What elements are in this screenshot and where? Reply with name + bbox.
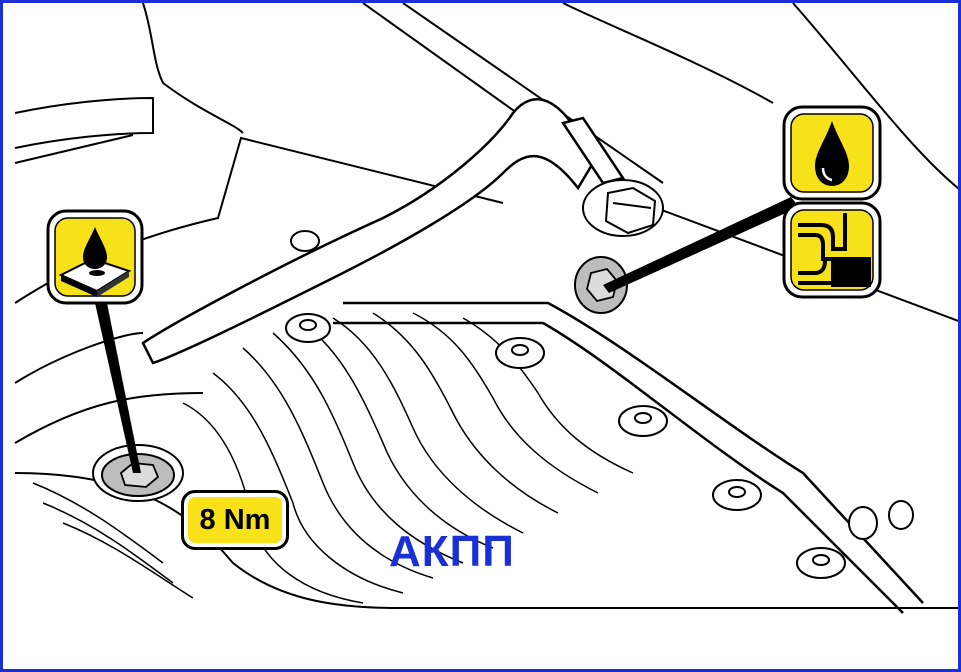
diagram-caption: АКПП xyxy=(389,527,515,576)
flange-bolt xyxy=(712,479,762,511)
drain-leader xyxy=(95,303,141,473)
oil-pan-ribs xyxy=(32,312,634,604)
transmission-line-drawing xyxy=(14,3,958,614)
pan-flange xyxy=(333,301,924,614)
bracket-bolt xyxy=(582,179,664,237)
flange-bolt xyxy=(618,405,668,437)
oil-drain-icon xyxy=(46,209,144,305)
flange-bolt xyxy=(495,337,545,369)
fill-leader xyxy=(603,197,799,293)
flange-bolts xyxy=(285,230,914,579)
flange-bolt xyxy=(796,547,846,579)
leader-lines xyxy=(95,197,799,473)
oil-drop-icon xyxy=(782,105,882,201)
fill-plug xyxy=(574,256,628,314)
mounting-bracket xyxy=(141,98,626,365)
flange-bolt xyxy=(285,313,331,343)
torque-spec-badge: 8 Nm xyxy=(181,490,289,550)
flange-bolt xyxy=(848,506,878,540)
flange-bolt xyxy=(290,230,320,252)
oil-level-icon xyxy=(782,201,882,299)
transmission-housing xyxy=(14,3,958,609)
flange-bolt xyxy=(888,500,914,530)
